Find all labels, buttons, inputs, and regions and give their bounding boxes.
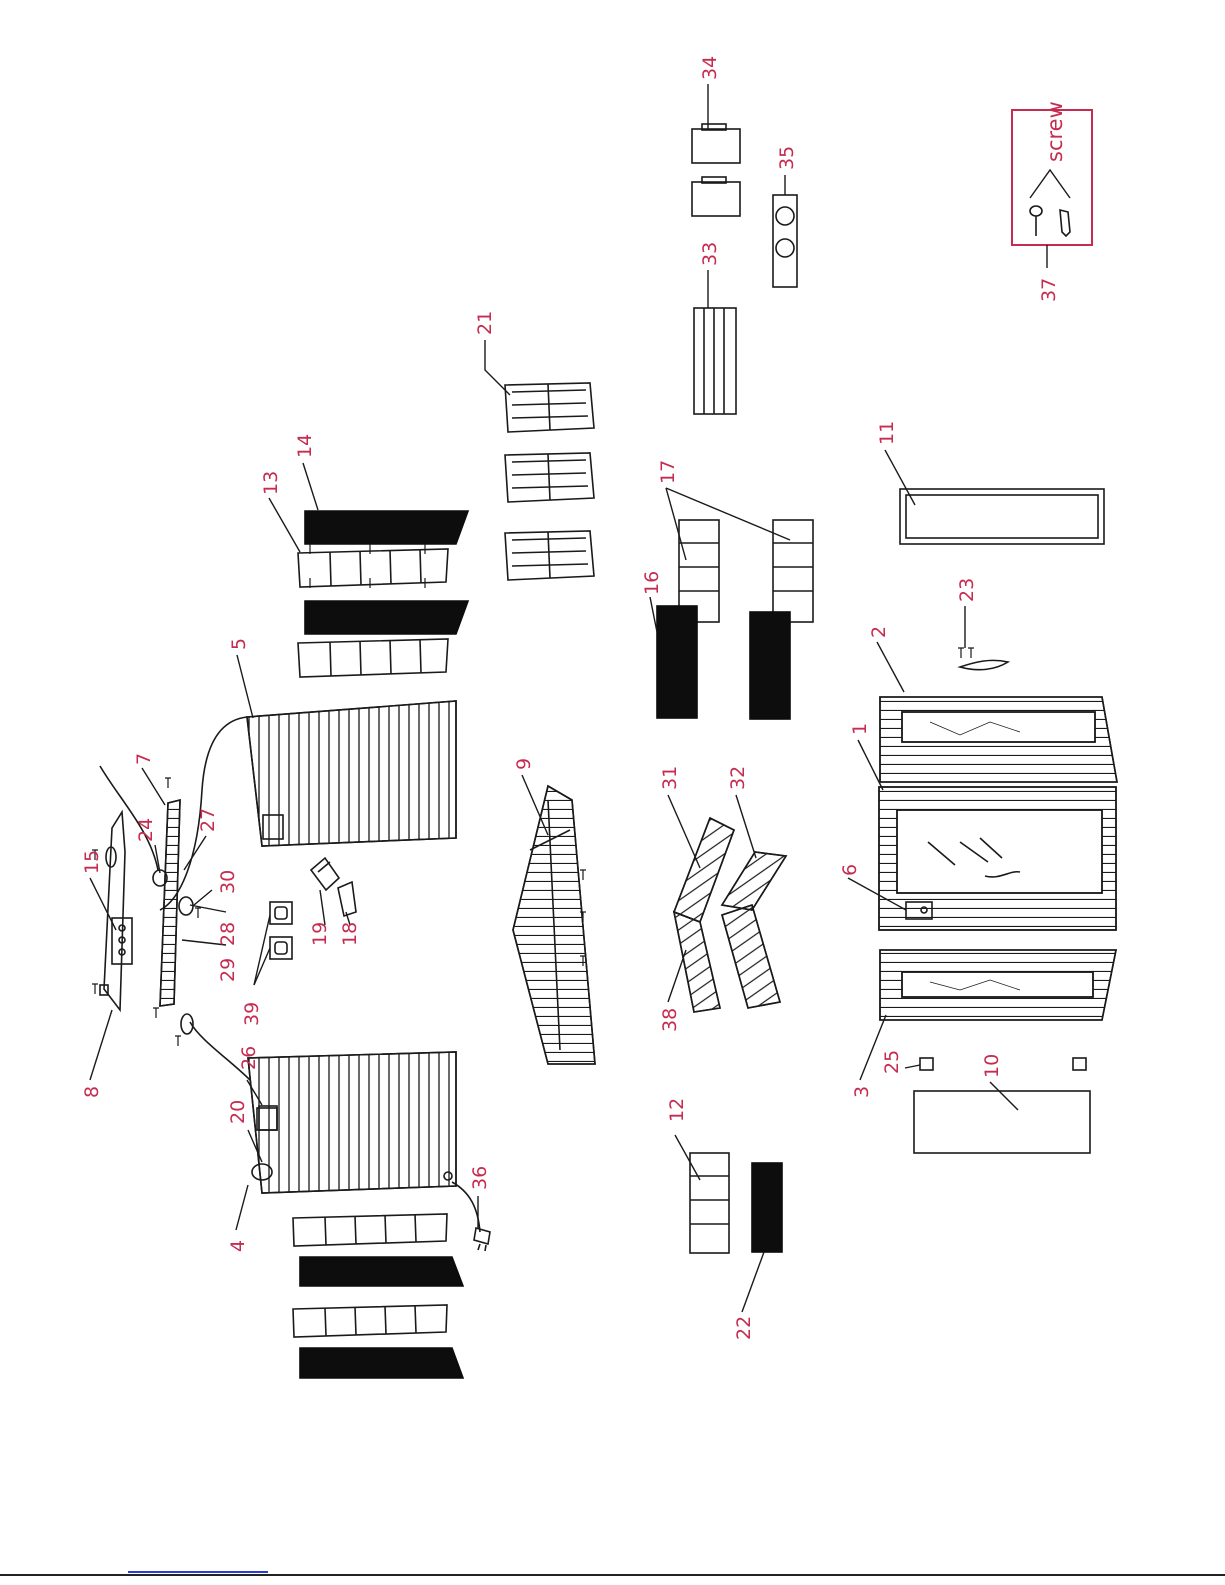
part-label-17: 17 <box>657 460 679 484</box>
footer-rule <box>0 1574 1225 1576</box>
part-39-vent-cover <box>270 902 292 959</box>
part-19-light <box>311 858 339 890</box>
part-1-door-panel <box>879 787 1116 930</box>
part-35-speaker-panel <box>773 195 797 287</box>
part-label-9: 9 <box>513 758 535 770</box>
part-labels: 1234567891011121314151617181920212223242… <box>81 56 1003 1340</box>
part-label-14: 14 <box>294 434 316 458</box>
part-label-11: 11 <box>876 421 898 445</box>
part-label-34: 34 <box>699 56 721 80</box>
part-label-32: 32 <box>727 766 749 790</box>
part-label-19: 19 <box>309 922 331 946</box>
part-label-36: 36 <box>469 1166 491 1190</box>
part-label-31: 31 <box>659 766 681 790</box>
part-21-bench-module <box>505 383 594 580</box>
part-10-glass-panel <box>914 1091 1090 1153</box>
part-36-plug <box>474 1228 490 1251</box>
part-label-23: 23 <box>956 578 978 602</box>
part-label-39: 39 <box>241 1002 263 1026</box>
part-label-21: 21 <box>474 311 496 335</box>
lower-insulation-pad <box>300 1257 463 1378</box>
part-label-4: 4 <box>227 1240 249 1252</box>
part-label-27: 27 <box>197 808 219 832</box>
part-label-7: 7 <box>133 753 155 765</box>
part-label-24: 24 <box>135 818 157 842</box>
screw-box-title: screw <box>1043 101 1067 162</box>
part-25-hinge <box>920 1058 1086 1070</box>
part-11-window-frame <box>900 489 1104 544</box>
screw-box-callout: 37 <box>1038 278 1060 302</box>
part-38-roof-slat <box>674 912 720 1012</box>
footer-link-underline <box>128 1571 268 1573</box>
part-label-3: 3 <box>851 1086 873 1098</box>
leader-lines <box>90 84 1018 1312</box>
part-34-cup-holder <box>692 124 740 216</box>
part-label-15: 15 <box>81 850 103 874</box>
part-label-16: 16 <box>641 571 663 595</box>
part-5-wall-panel <box>160 701 456 910</box>
part-label-22: 22 <box>733 1316 755 1340</box>
part-label-33: 33 <box>699 242 721 266</box>
part-label-38: 38 <box>659 1008 681 1032</box>
part-8-top-panel <box>100 812 125 1010</box>
part-label-35: 35 <box>776 146 798 170</box>
part-31-roof-slat <box>674 818 734 922</box>
part-14-insulation-pad <box>305 511 468 634</box>
part-9-floor-frame <box>513 786 595 1064</box>
part-23-door-handle <box>960 660 1008 669</box>
part-32-roof-slat <box>722 852 786 1008</box>
part-label-28: 28 <box>217 922 239 946</box>
part-17-brace-frame <box>679 520 813 622</box>
part-label-20: 20 <box>227 1100 249 1124</box>
part-2-front-panel <box>880 697 1117 782</box>
part-label-13: 13 <box>260 471 282 495</box>
part-label-12: 12 <box>666 1098 688 1122</box>
part-22-insulation-pad <box>752 1163 782 1252</box>
part-4-wall-panel <box>248 1052 480 1232</box>
part-label-29: 29 <box>217 958 239 982</box>
part-label-2: 2 <box>868 626 890 638</box>
part-label-26: 26 <box>238 1046 260 1070</box>
part-12-brace-frame <box>690 1153 729 1253</box>
part-label-8: 8 <box>81 1086 103 1098</box>
part-3-front-panel <box>880 950 1116 1020</box>
part-label-1: 1 <box>849 723 871 735</box>
part-label-18: 18 <box>339 922 361 946</box>
part-18-reader-light <box>338 882 356 916</box>
part-33-backrest <box>694 308 736 414</box>
part-label-10: 10 <box>981 1054 1003 1078</box>
part-label-5: 5 <box>228 638 250 650</box>
part-label-6: 6 <box>839 864 861 876</box>
part-16-insulation-pad <box>657 606 790 719</box>
part-label-30: 30 <box>217 870 239 894</box>
part-label-25: 25 <box>881 1050 903 1074</box>
